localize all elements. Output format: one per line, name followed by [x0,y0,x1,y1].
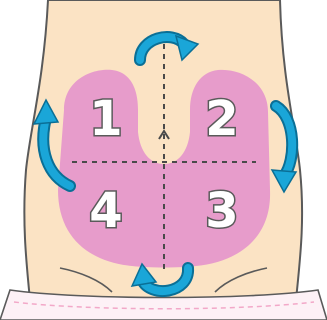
zone-2-label: 2 [205,91,238,147]
zone-3-label: 3 [205,183,238,239]
zone-1-label: 1 [89,91,122,147]
zone-4-label: 4 [89,183,122,239]
